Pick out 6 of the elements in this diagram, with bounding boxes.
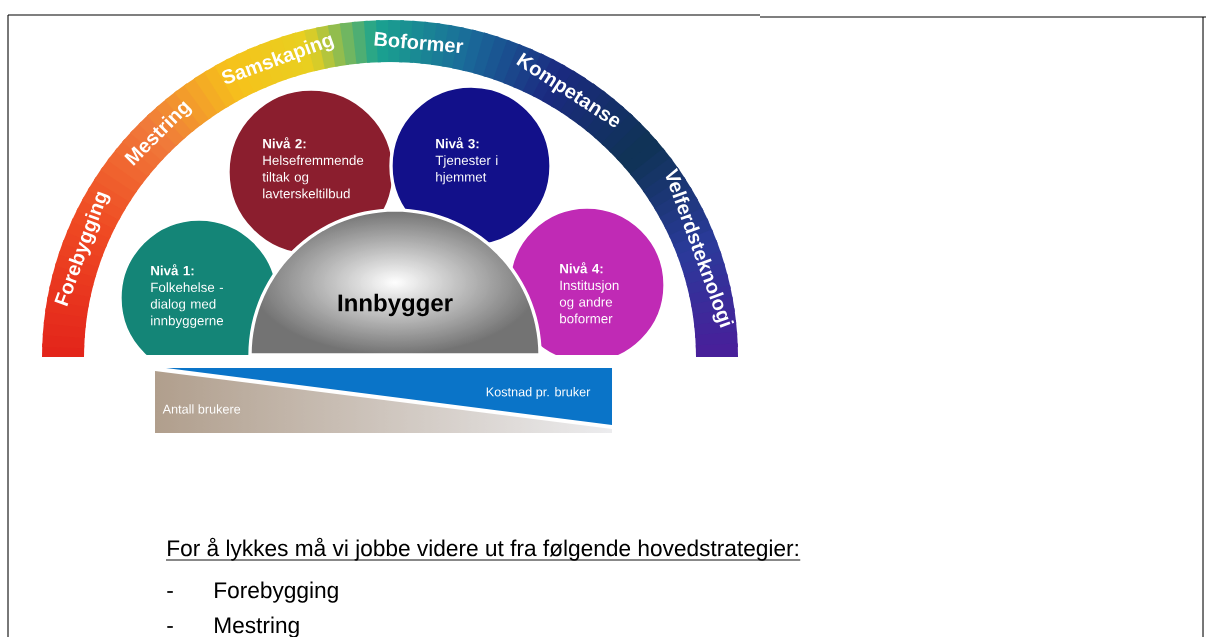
list-bullet: - xyxy=(167,626,173,628)
list-item: Forebygging xyxy=(215,581,338,603)
node-label: Boformer xyxy=(374,31,464,53)
list-item: Mestring xyxy=(215,616,299,637)
underlined-heading: For å lykkes må vi jobbe videre ut fra følgende hovedstrategier: xyxy=(165,537,801,561)
list-bullet: - xyxy=(167,591,173,593)
